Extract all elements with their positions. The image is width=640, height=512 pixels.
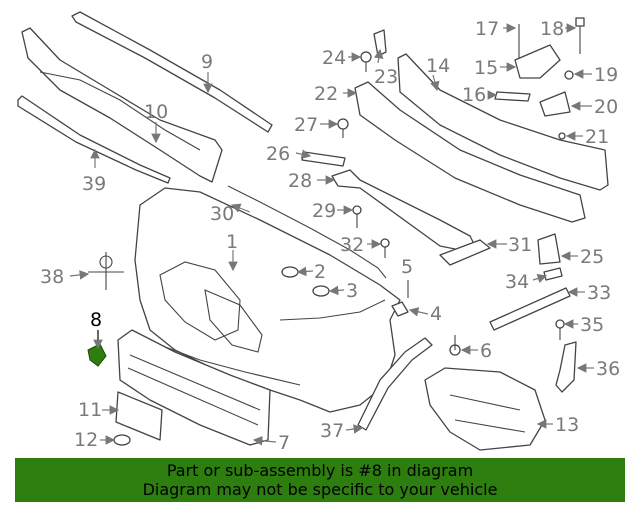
clip-34 xyxy=(543,267,563,281)
callout-3: 3 xyxy=(346,280,358,302)
callout-25: 25 xyxy=(580,246,604,268)
callout-19: 19 xyxy=(594,64,618,86)
callout-16: 16 xyxy=(462,84,486,106)
callout-9: 9 xyxy=(201,51,213,73)
callout-27: 27 xyxy=(294,114,318,136)
bracket-26 xyxy=(301,151,346,167)
callout-20: 20 xyxy=(594,96,618,118)
highlighted-part-8 xyxy=(87,343,107,367)
bracket-15 xyxy=(514,44,561,79)
energy-absorber xyxy=(354,81,586,223)
callout-6: 6 xyxy=(480,340,492,362)
callout-33: 33 xyxy=(587,282,611,304)
chrome-strip xyxy=(71,11,273,133)
grille-trim-upper xyxy=(21,27,223,183)
callout-5: 5 xyxy=(401,256,413,278)
lower-grille xyxy=(117,329,271,446)
callout-32: 32 xyxy=(340,234,364,256)
banner-line-1: Part or sub-assembly is #8 in diagram xyxy=(166,461,474,480)
callout-11: 11 xyxy=(78,399,102,421)
callout-37: 37 xyxy=(320,420,344,442)
reinforcement-bar xyxy=(397,53,609,191)
deflector-13 xyxy=(424,367,546,451)
parts-diagram: 1 2 3 4 5 6 7 8 9 10 11 12 13 14 15 16 1… xyxy=(17,11,620,454)
callout-8: 8 xyxy=(90,309,102,331)
banner-line-2: Diagram may not be specific to your vehi… xyxy=(142,480,498,499)
callout-26: 26 xyxy=(266,143,290,165)
clip-3 xyxy=(312,285,330,297)
callout-17: 17 xyxy=(475,18,499,40)
callout-18: 18 xyxy=(540,18,564,40)
bracket-25 xyxy=(537,233,561,265)
callout-22: 22 xyxy=(314,83,338,105)
clip-2 xyxy=(281,266,299,278)
callout-30: 30 xyxy=(210,203,234,225)
info-banner: Part or sub-assembly is #8 in diagram Di… xyxy=(15,458,625,502)
callout-31: 31 xyxy=(508,234,532,256)
callout-1: 1 xyxy=(226,231,238,253)
callout-39: 39 xyxy=(82,173,106,195)
moulding-37 xyxy=(357,337,433,431)
callout-10: 10 xyxy=(144,101,168,123)
callout-13: 13 xyxy=(555,414,579,436)
callout-24: 24 xyxy=(322,47,346,69)
seal-30 xyxy=(227,185,387,279)
strip-39 xyxy=(17,95,171,184)
callout-29: 29 xyxy=(312,200,336,222)
callout-21: 21 xyxy=(585,126,609,148)
callout-7: 7 xyxy=(278,432,290,454)
callout-34: 34 xyxy=(505,271,529,293)
callout-4: 4 xyxy=(430,303,442,325)
pad-16 xyxy=(494,91,531,102)
callout-28: 28 xyxy=(288,170,312,192)
callout-35: 35 xyxy=(580,314,604,336)
bracket-20 xyxy=(539,91,571,117)
callout-23: 23 xyxy=(374,66,398,88)
bracket-36 xyxy=(555,341,577,393)
callout-15: 15 xyxy=(474,57,498,79)
callout-38: 38 xyxy=(40,266,64,288)
callout-2: 2 xyxy=(314,261,326,283)
callout-36: 36 xyxy=(596,358,620,380)
callout-12: 12 xyxy=(74,429,98,451)
clip-12 xyxy=(113,434,131,446)
callout-14: 14 xyxy=(426,55,450,77)
